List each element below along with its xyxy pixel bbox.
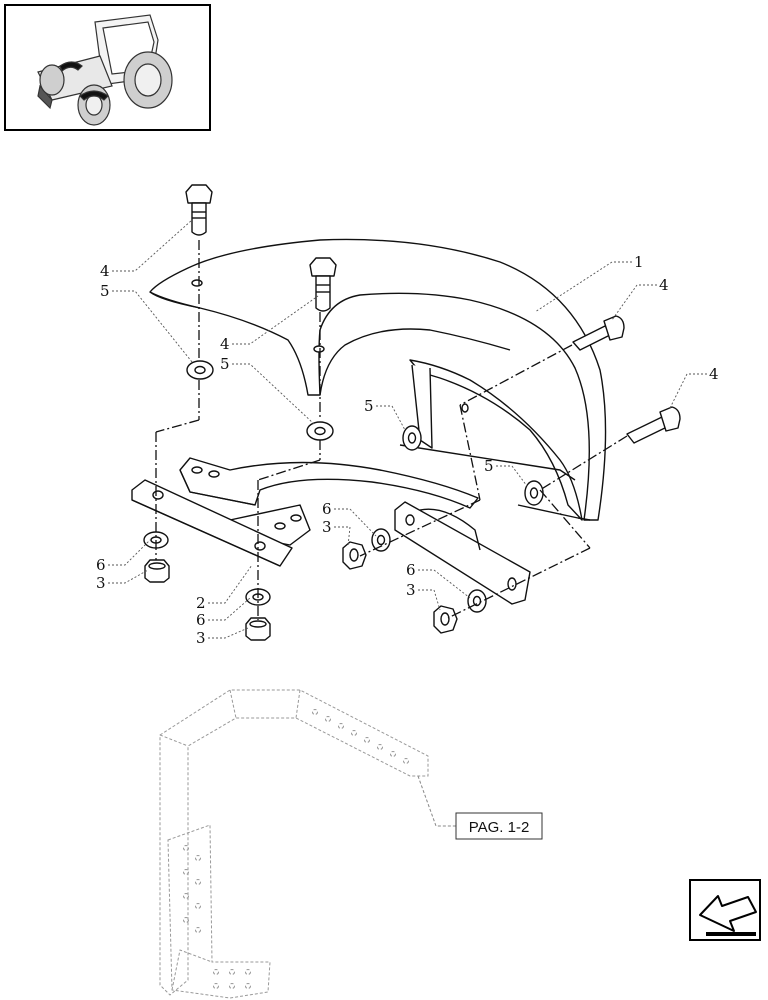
page-reference[interactable]: PAG. 1-2 — [455, 812, 543, 840]
washer-6-d — [467, 589, 487, 613]
callout-6-left: 6 — [96, 556, 106, 574]
callout-labels: 1 4 5 4 5 4 4 5 5 6 3 6 3 6 3 2 6 3 — [96, 253, 719, 647]
callout-6-bottom: 6 — [196, 611, 206, 629]
thumbnail-frame — [4, 4, 211, 131]
tractor-icon — [37, 14, 173, 126]
washer-5-a — [186, 360, 214, 380]
bolt-4-c — [572, 315, 625, 351]
reference-frame — [159, 689, 456, 999]
callout-5-arch-upper: 5 — [364, 397, 374, 415]
callout-3-middle: 3 — [322, 518, 332, 536]
bolt-4-b — [309, 257, 337, 312]
bolt-4-a — [185, 184, 213, 236]
nut-3-c — [342, 541, 367, 570]
frame-holes — [183, 709, 409, 989]
washer-5-c — [402, 425, 422, 451]
callout-4-right-lower: 4 — [709, 365, 719, 383]
leader-lines — [108, 219, 707, 639]
washer-5-d — [524, 480, 544, 506]
bolt-4-d — [626, 406, 681, 444]
washer-5-b — [306, 421, 334, 441]
callout-1: 1 — [634, 253, 644, 271]
callout-5-arch-lower: 5 — [484, 457, 494, 475]
callout-2: 2 — [196, 594, 206, 612]
fender-part-1 — [149, 238, 607, 521]
callout-4-center: 4 — [220, 335, 230, 353]
assembly-lines — [155, 240, 628, 620]
washer-6-c — [371, 528, 391, 552]
next-page-arrow-icon[interactable] — [689, 879, 761, 941]
callout-3-left: 3 — [96, 574, 106, 592]
callout-3-right: 3 — [406, 581, 416, 599]
callout-4-top-left: 4 — [100, 262, 110, 280]
nut-3-a — [144, 559, 170, 583]
callout-5-center: 5 — [220, 355, 230, 373]
nut-3-d — [433, 605, 458, 634]
nut-3-b — [245, 617, 271, 641]
callout-4-right-upper: 4 — [659, 276, 669, 294]
page-reference-label[interactable]: PAG. 1-2 — [469, 819, 530, 836]
callout-6-right: 6 — [406, 561, 416, 579]
callout-5-top-left: 5 — [100, 282, 110, 300]
callout-6-middle: 6 — [322, 500, 332, 518]
callout-3-bottom: 3 — [196, 629, 206, 647]
